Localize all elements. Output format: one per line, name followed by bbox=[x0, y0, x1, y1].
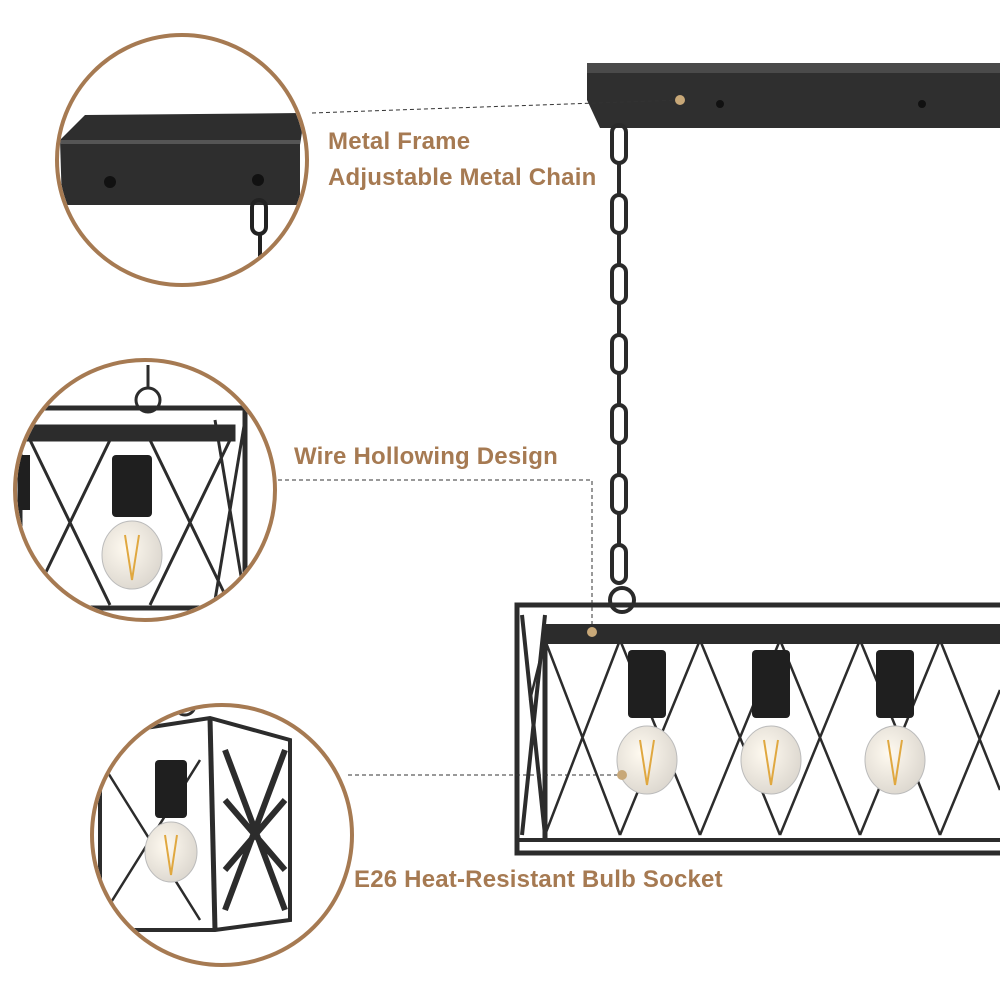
label-metal-chain: Adjustable Metal Chain bbox=[328, 164, 597, 191]
bulb-sockets bbox=[616, 650, 926, 795]
label-wire-design: Wire Hollowing Design bbox=[294, 443, 558, 470]
chain bbox=[608, 123, 636, 614]
marker-dots bbox=[587, 95, 685, 780]
canopy bbox=[587, 63, 1000, 128]
label-bulb-socket: E26 Heat-Resistant Bulb Socket bbox=[354, 866, 723, 893]
detail-circle-canopy bbox=[55, 33, 309, 287]
detail-circle-wire bbox=[13, 358, 277, 622]
detail-circle-socket bbox=[90, 703, 354, 967]
label-metal-frame: Metal Frame bbox=[328, 128, 471, 155]
leader-lines bbox=[278, 99, 681, 776]
cage bbox=[514, 602, 1000, 856]
